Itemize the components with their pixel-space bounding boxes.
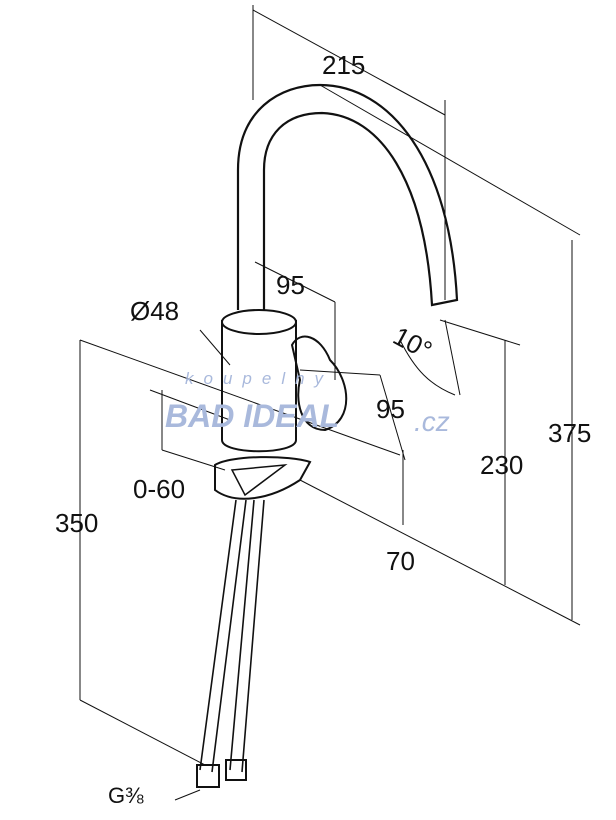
- lever: [290, 335, 348, 432]
- dim-lever-offset: 95: [276, 270, 305, 300]
- base: [214, 456, 312, 500]
- dim-connection: G⅜: [108, 783, 144, 808]
- watermark-main: BAD IDEAL: [165, 398, 340, 434]
- hoses: [199, 499, 265, 773]
- body-top: [221, 309, 297, 335]
- dim-reach: 215: [322, 50, 366, 80]
- dim-lever-depth: 95: [376, 394, 405, 424]
- watermark-top: koupelny: [185, 369, 334, 388]
- dim-deck-thickness: 0-60: [133, 474, 186, 504]
- body: [221, 320, 297, 453]
- watermark-suffix: .cz: [414, 406, 450, 437]
- dim-hose-length: 350: [55, 508, 99, 538]
- spout: [236, 83, 459, 310]
- dim-total-height: 375: [548, 418, 592, 448]
- dim-spout-height: 230: [480, 450, 524, 480]
- dimension-lines: [79, 5, 581, 801]
- dim-base-height: 70: [386, 546, 415, 576]
- dim-diameter: Ø48: [130, 296, 180, 326]
